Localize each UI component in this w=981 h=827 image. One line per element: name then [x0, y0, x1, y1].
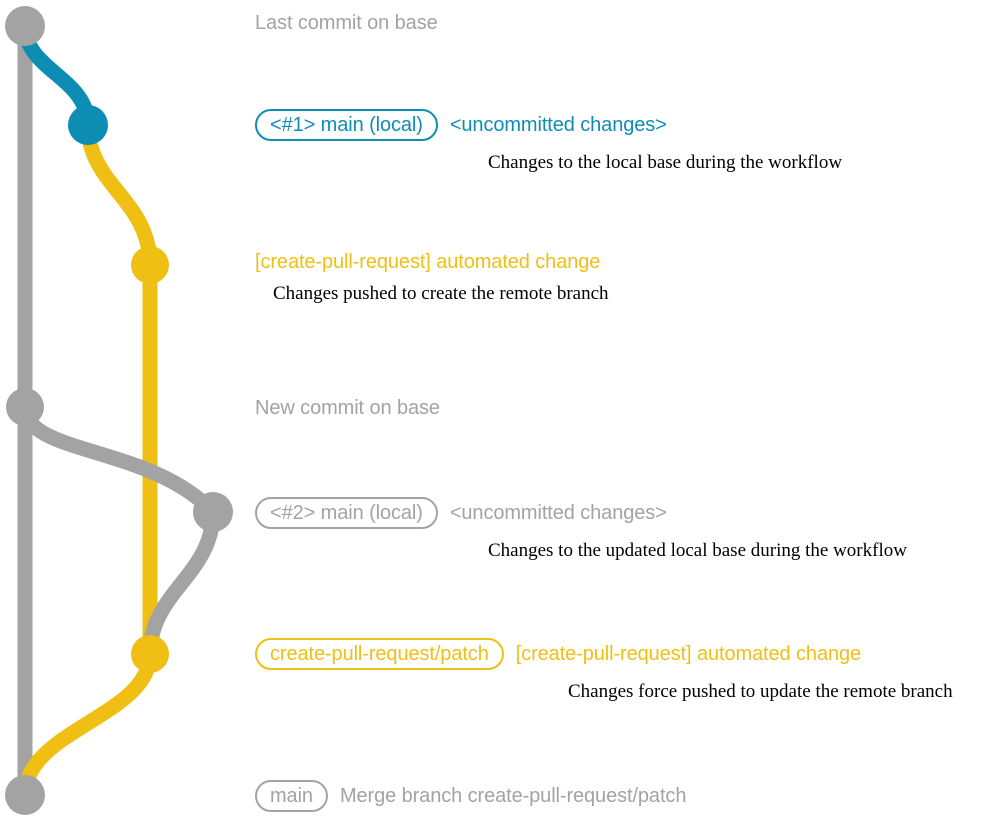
commit-node-automated-1[interactable]: [131, 246, 169, 284]
commit-node-local-1[interactable]: [68, 105, 108, 145]
commit-head: Last commit on base: [255, 13, 438, 33]
commit-row-new-commit-on-base: New commit on base: [255, 398, 440, 418]
commit-head: main Merge branch create-pull-request/pa…: [255, 780, 686, 812]
commit-row-automated-1: [create-pull-request] automated change C…: [255, 252, 609, 303]
commit-row-last-commit-on-base: Last commit on base: [255, 13, 438, 33]
patch-merge-line-yellow: [17, 646, 158, 803]
commit-node-last-commit-on-base[interactable]: [5, 6, 45, 46]
commit-subject: <uncommitted changes>: [449, 114, 667, 136]
commit-description: Changes force pushed to update the remot…: [568, 681, 953, 702]
commit-description: Changes to the local base during the wor…: [488, 152, 843, 173]
local-to-patch-line-gray: [142, 504, 221, 662]
commit-description: Changes pushed to create the remote bran…: [273, 283, 609, 304]
commit-node-automated-2[interactable]: [131, 635, 169, 673]
commit-subject: Merge branch create-pull-request/patch: [339, 785, 687, 807]
commit-head: <#2> main (local) <uncommitted changes>: [255, 497, 907, 529]
branch-pill-main[interactable]: main: [255, 780, 328, 812]
commit-head: [create-pull-request] automated change: [255, 252, 609, 272]
commit-subject: New commit on base: [255, 397, 440, 419]
commit-subject: Last commit on base: [255, 12, 438, 34]
commit-row-automated-2: create-pull-request/patch [create-pull-r…: [255, 638, 953, 701]
commit-subject: [create-pull-request] automated change: [515, 643, 862, 665]
commit-row-merge: main Merge branch create-pull-request/pa…: [255, 780, 686, 812]
commit-node-merge[interactable]: [5, 775, 45, 815]
commit-row-local-2: <#2> main (local) <uncommitted changes> …: [255, 497, 907, 560]
commit-head: <#1> main (local) <uncommitted changes>: [255, 109, 842, 141]
branch-pill-create-pull-request-patch[interactable]: create-pull-request/patch: [255, 638, 504, 670]
commit-head: create-pull-request/patch [create-pull-r…: [255, 638, 953, 670]
commit-row-local-1: <#1> main (local) <uncommitted changes> …: [255, 109, 842, 172]
commit-description: Changes to the updated local base during…: [488, 540, 907, 561]
commit-node-new-commit-on-base[interactable]: [6, 388, 44, 426]
commit-head: New commit on base: [255, 398, 440, 418]
branch-pill-main-local-1[interactable]: <#1> main (local): [255, 109, 438, 141]
branch-pill-main-local-2[interactable]: <#2> main (local): [255, 497, 438, 529]
commit-subject: [create-pull-request] automated change: [255, 251, 601, 273]
commit-subject: <uncommitted changes>: [449, 502, 667, 524]
commit-node-local-2[interactable]: [193, 492, 233, 532]
